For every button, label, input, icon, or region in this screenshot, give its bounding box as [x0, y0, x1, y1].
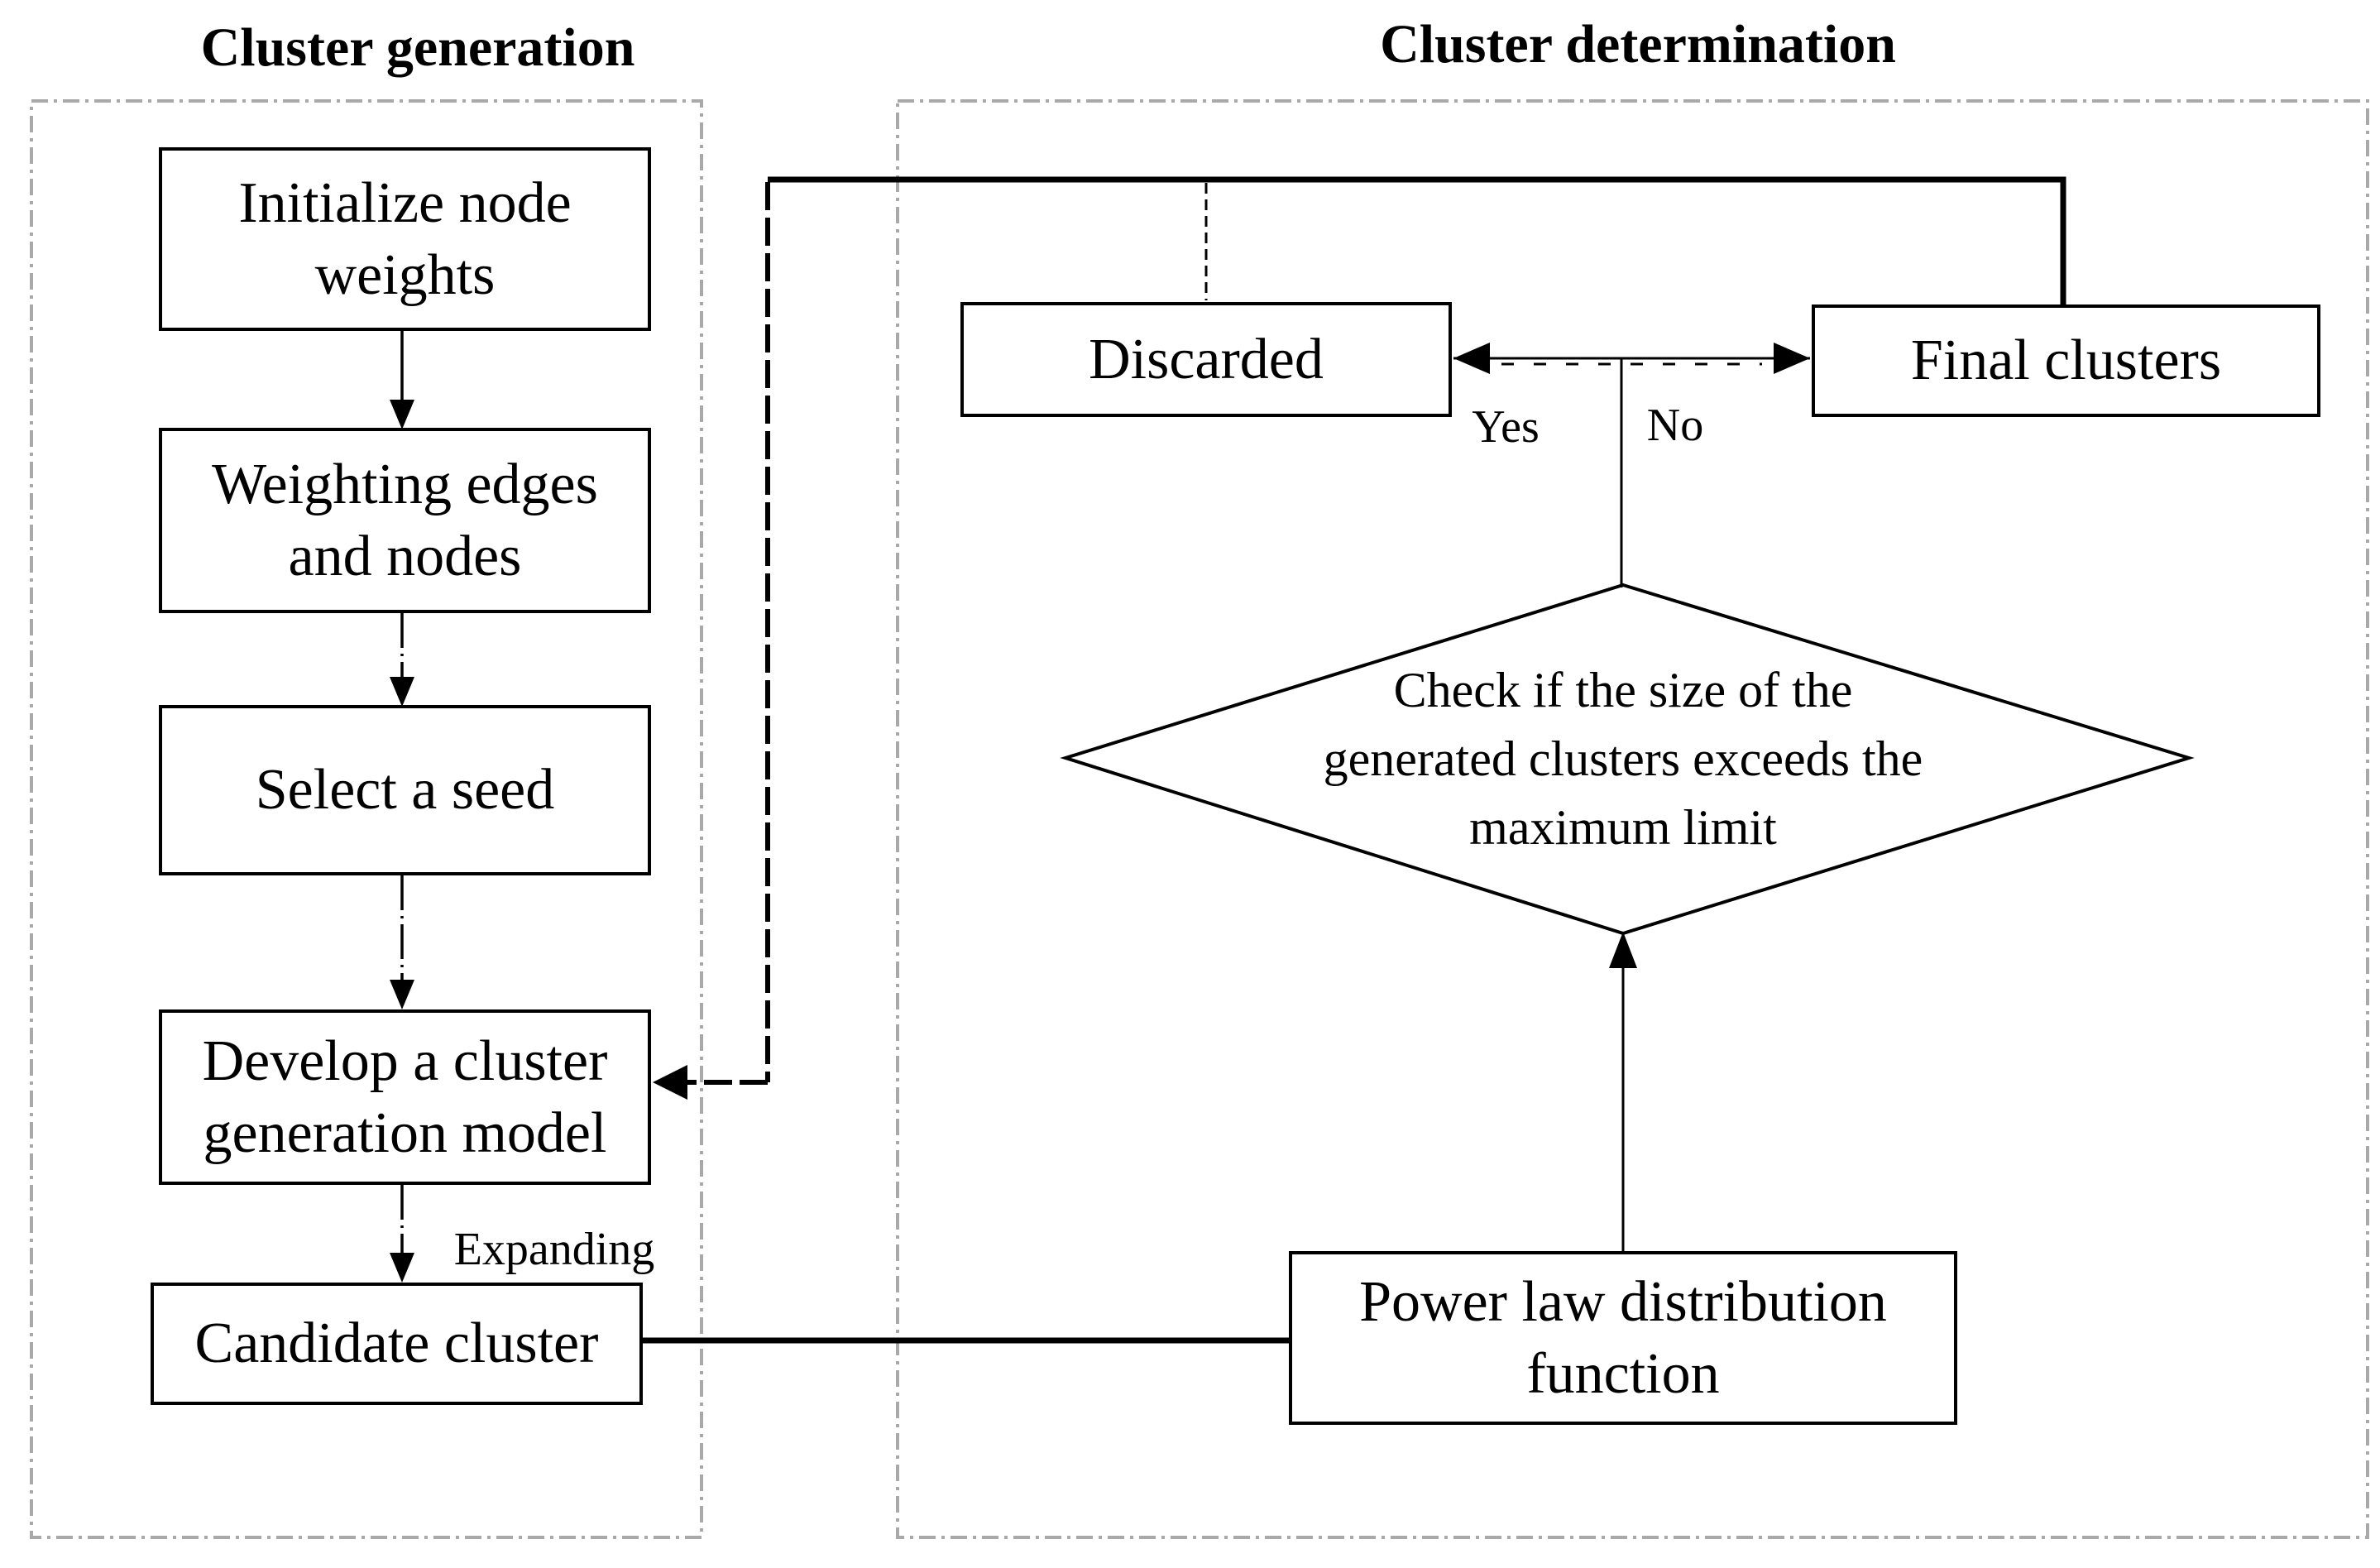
container-cluster-generation — [30, 99, 703, 1539]
title-cluster-generation: Cluster generation — [200, 17, 635, 78]
decision-diamond-label: Check if the size of the generated clust… — [1323, 663, 1923, 855]
arrowhead-to-develop — [390, 980, 414, 1009]
node-power-law-function: Power law distribution function — [1289, 1251, 1957, 1425]
arrowhead-to-final — [1774, 343, 1810, 374]
node-candidate-cluster: Candidate cluster — [151, 1283, 643, 1405]
node-develop-cluster-model: Develop a cluster generation model — [159, 1009, 651, 1185]
arrowhead-to-candidate — [390, 1253, 414, 1283]
loop-top-line — [768, 176, 2066, 306]
node-initialize-weights: Initialize node weights — [159, 147, 651, 331]
arrowhead-to-discarded — [1453, 343, 1490, 374]
arrowhead-to-decision — [1609, 932, 1637, 968]
arrowhead-to-seed — [390, 677, 414, 707]
node-discarded: Discarded — [960, 302, 1452, 417]
arrowhead-to-weighting — [390, 400, 414, 429]
label-expanding: Expanding — [453, 1224, 655, 1275]
label-yes: Yes — [1472, 401, 1540, 453]
loop-return-arrowhead — [653, 1065, 687, 1100]
label-no: No — [1646, 400, 1704, 451]
node-final-clusters: Final clusters — [1812, 304, 2320, 417]
node-weighting-edges-nodes: Weighting edges and nodes — [159, 428, 651, 613]
container-cluster-determination — [896, 99, 2369, 1539]
title-cluster-determination: Cluster determination — [1380, 14, 1896, 74]
node-select-seed: Select a seed — [159, 705, 651, 875]
